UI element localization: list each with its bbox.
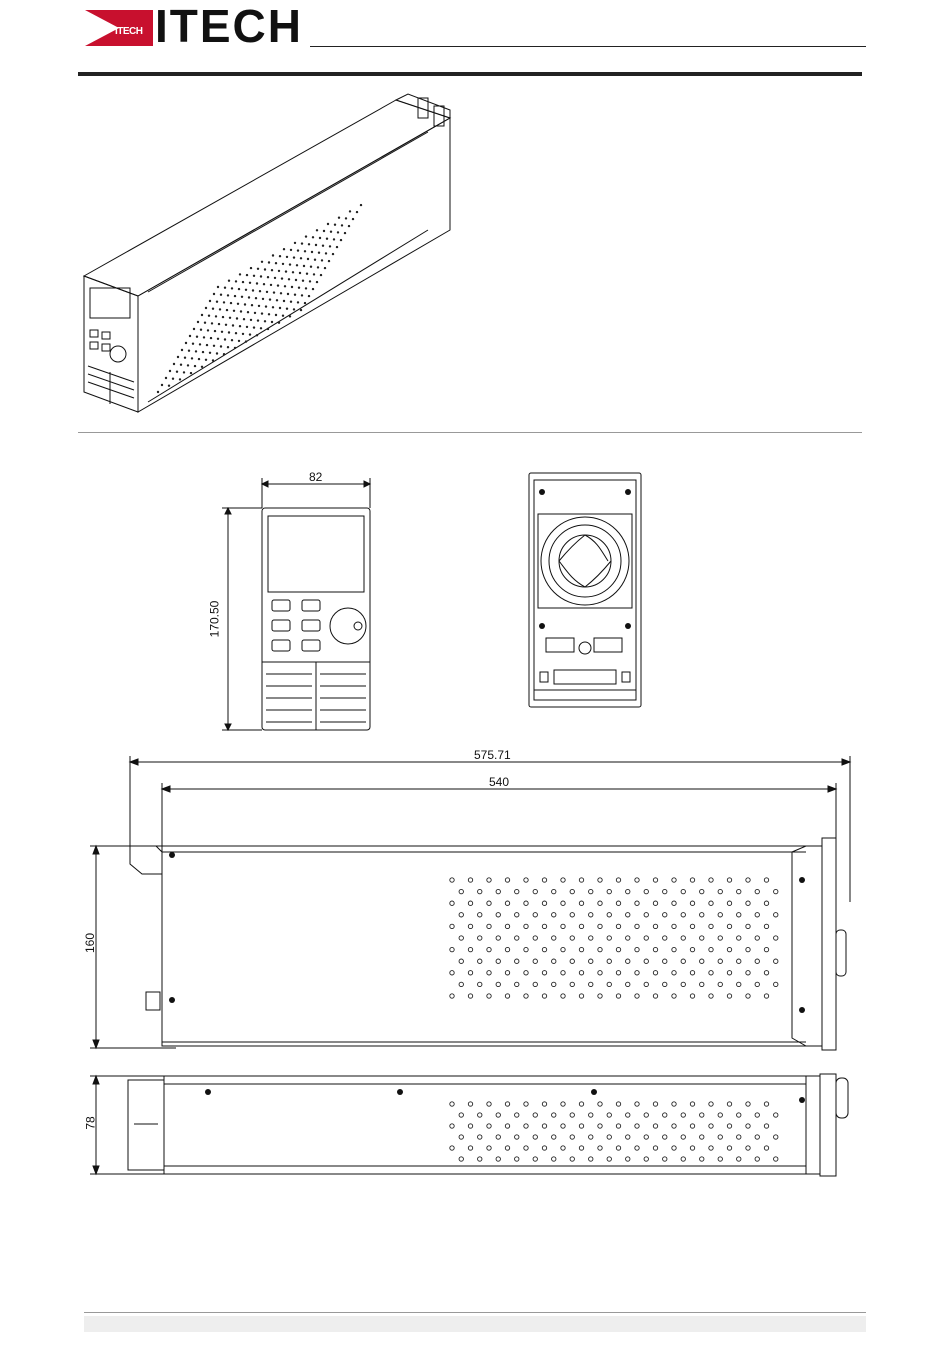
logo-wordmark: ITECH: [155, 2, 303, 50]
footer-band: [84, 1316, 866, 1332]
body-length-dimension: 540: [489, 775, 509, 789]
side-height-dimension: 160: [83, 933, 97, 953]
logo-badge-text: ITECH: [115, 26, 143, 37]
header-thick-rule: [78, 72, 862, 76]
section-divider: [78, 432, 862, 433]
top-view-drawing: [86, 1070, 856, 1180]
rear-view-drawing: [528, 472, 642, 708]
front-height-dimension: 170.50: [207, 601, 221, 638]
front-view-drawing: [222, 470, 382, 740]
itech-logo: ITECH ITECH: [85, 4, 310, 48]
overall-length-dimension: 575.71: [474, 748, 511, 762]
side-view-drawing: [86, 752, 856, 1057]
front-width-dimension: 82: [309, 470, 322, 484]
header-thin-rule: [310, 46, 866, 47]
top-height-dimension: 78: [84, 1116, 98, 1129]
footer-rule: [84, 1312, 866, 1313]
isometric-product-illustration: [78, 92, 458, 414]
